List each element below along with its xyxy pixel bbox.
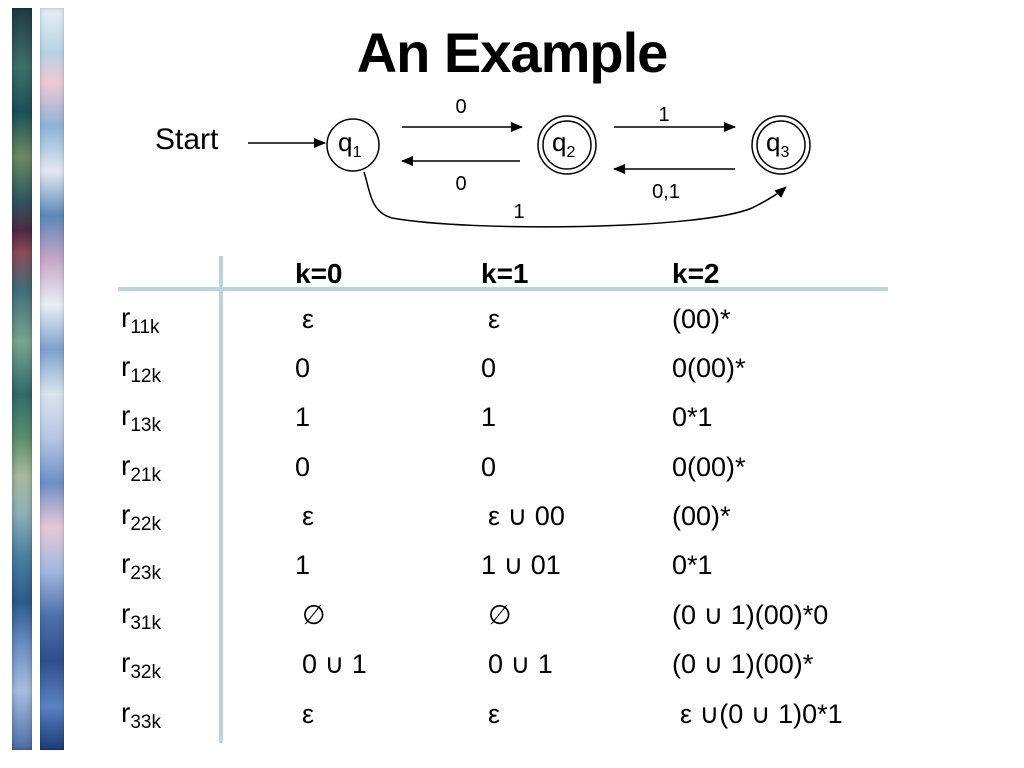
row-label: r33k (121, 697, 161, 733)
slide-title: An Example (356, 21, 669, 84)
edge-q2-q3-label: 1 (658, 104, 669, 126)
automaton-diagram: Start q1 q2 q3 0 0 1 0,1 1 (155, 96, 811, 228)
edge-q1-q2-label: 0 (455, 96, 466, 118)
cell-k2: ε ∪(0 ∪ 1)0*1 (680, 699, 843, 729)
row-label: r12k (121, 351, 161, 387)
row-label: r32k (121, 647, 161, 683)
cell-k1: 1 (481, 402, 497, 432)
state-q1[interactable]: q1 (326, 118, 380, 172)
cell-k1: 1 ∪ 01 (481, 550, 561, 580)
header-k1: k=1 (481, 258, 529, 289)
header-k0: k=0 (295, 258, 343, 289)
row-label: r21k (121, 450, 161, 486)
state-q1-name: q (338, 127, 352, 157)
edge-q2-q1-label: 0 (455, 173, 466, 195)
cell-k0: 0 ∪ 1 (302, 649, 367, 679)
state-q2-name: q (552, 127, 566, 157)
cell-k0: 0 (295, 452, 311, 482)
cell-k2: 0(00)* (672, 452, 746, 482)
cell-k2: (00)* (672, 501, 731, 531)
cell-k0: ε (302, 304, 315, 334)
edge-q3-q2-label: 0,1 (652, 181, 680, 203)
row-label: r23k (121, 548, 161, 584)
cell-k1: 0 ∪ 1 (488, 649, 553, 679)
state-q1-sub: 1 (352, 144, 361, 161)
svg-text:q3: q3 (766, 127, 789, 161)
row-label: r22k (121, 499, 161, 535)
state-q3-sub: 3 (780, 144, 789, 161)
cell-k0: ε (302, 699, 315, 729)
svg-text:q1: q1 (338, 127, 361, 161)
cell-k2: 0(00)* (672, 353, 746, 383)
decorative-strip-left (12, 8, 32, 750)
edge-q1-q3-label: 1 (513, 201, 524, 223)
start-label: Start (155, 123, 219, 156)
cell-k2: 0*1 (672, 550, 713, 580)
row-label: r11k (121, 302, 160, 338)
cell-k1: ε (488, 304, 501, 334)
cell-k2: 0*1 (672, 402, 713, 432)
cell-k1: ε ∪ 00 (488, 501, 565, 531)
state-q3[interactable]: q3 (751, 115, 811, 175)
cell-k1: 0 (481, 452, 497, 482)
cell-k0: 1 (295, 550, 311, 580)
svg-text:q2: q2 (552, 127, 575, 161)
edge-q1-q3 (363, 171, 787, 228)
cell-k0: 0 (295, 353, 311, 383)
cell-k2: (0 ∪ 1)(00)*0 (672, 600, 829, 630)
state-q2-sub: 2 (566, 144, 575, 161)
state-q3-name: q (766, 127, 780, 157)
cell-k1: ∅ (488, 600, 512, 630)
cell-k0: 1 (295, 402, 311, 432)
row-label: r31k (121, 598, 161, 634)
cell-k0: ε (302, 501, 315, 531)
cell-k2: (00)* (672, 304, 731, 334)
row-label: r13k (121, 400, 161, 436)
table-header-divider (118, 287, 888, 291)
cell-k0: ∅ (302, 600, 326, 630)
cell-k1: ε (488, 699, 501, 729)
table-column-divider (219, 256, 223, 743)
state-q2[interactable]: q2 (537, 115, 597, 175)
decorative-strip-right (40, 8, 64, 750)
header-k2: k=2 (672, 258, 720, 289)
cell-k2: (0 ∪ 1)(00)* (672, 649, 814, 679)
cell-k1: 0 (481, 353, 497, 383)
